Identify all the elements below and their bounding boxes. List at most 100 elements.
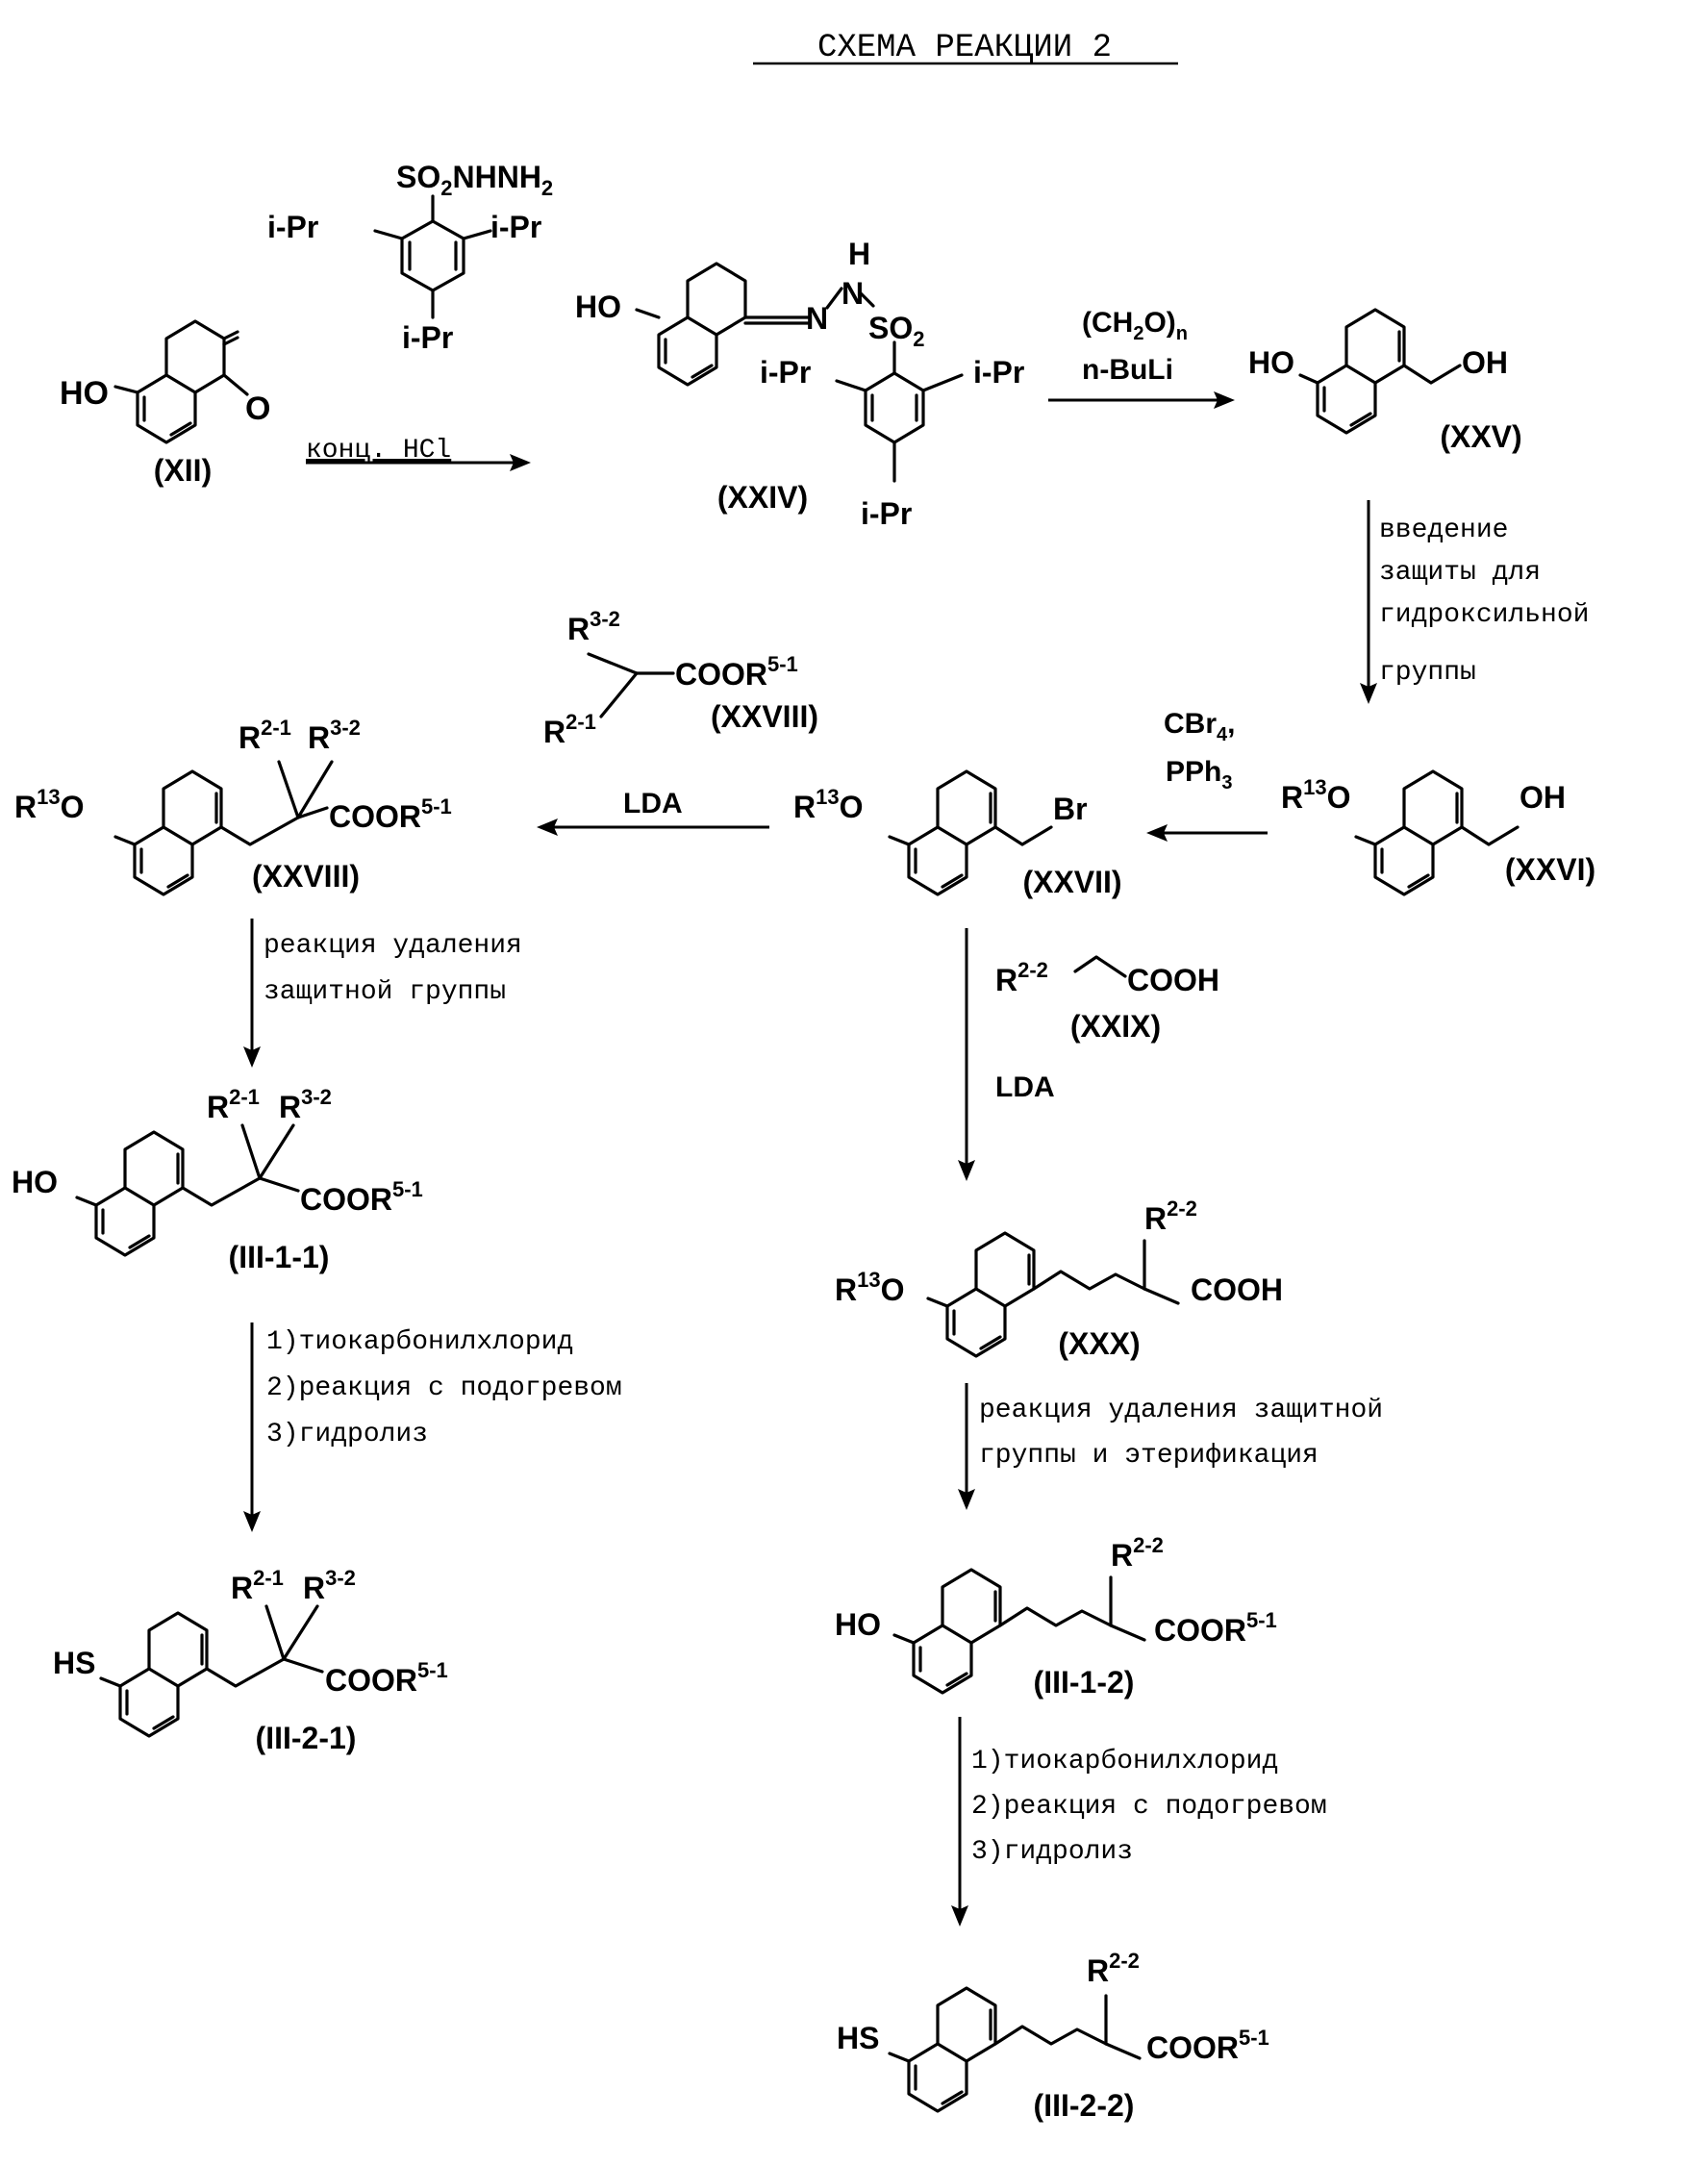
xxiv-so2: SO2 [868,311,924,351]
iii21-sh-label: HS [53,1646,95,1680]
condition-step4-line1: CBr4, [1164,708,1235,745]
condition-step4-line2: PPh3 [1166,756,1232,793]
xxx-acid: COOH [1191,1272,1283,1307]
arrow-step4: CBr4, PPh3 [1146,708,1268,842]
xxv-oh-label: HO [1248,345,1294,380]
condition-step9-line2: группы и этерификация [979,1441,1319,1471]
compound-III-2-1: HS R2-1 R3-2 COOR5-1 (III-2-1) [53,1566,448,1755]
compound-XXIV: HO N N H SO2 i-Pr i-Pr i-Pr (XXIV) [575,237,1024,531]
xii-oh-label: HO [60,375,109,412]
arrow-step5: LDA [537,788,769,836]
arrow-step7: 1)тиокарбонилхлорид 2)реакция с подогрев… [243,1322,622,1532]
compound-XXVII: R13O Br (XXVII) [793,771,1122,899]
compound-XXX: R13O R2-2 COOH (XXX) [835,1196,1283,1361]
condition-step8: LDA [995,1071,1055,1103]
condition-step7-line1: 1)тиокарбонилхлорид [266,1327,573,1357]
iii21-ester: COOR5-1 [325,1658,448,1698]
xxiv-h: H [848,237,870,271]
iii11-id: (III-1-1) [229,1240,330,1274]
arrow-step6: реакция удаления защитной группы [243,919,522,1068]
xxiv-oh-label: HO [575,290,621,324]
xxviii-id: (XXVIII) [252,859,360,894]
xxvi-id: (XXVI) [1505,852,1595,887]
xxix-acid: COOH [1127,963,1219,997]
compound-XXVIII-reagent: R3-2 COOR5-1 R2-1 (XXVIII) [543,607,818,749]
iii12-r22: R2-2 [1111,1533,1164,1573]
reagent-trisyl-hydrazide: SO2NHNH2 i-Pr i-Pr i-Pr [267,160,553,355]
xxvii-r13o-label: R13O [793,785,863,824]
xxiv-ipr-right: i-Pr [973,355,1024,390]
compound-III-2-2: HS R2-2 COOR5-1 (III-2-2) [837,1949,1269,2123]
condition-step2-line1: (CH2O)n [1082,307,1188,344]
xxviii-reagent-id: (XXVIII) [711,699,818,734]
sulfonylhydrazide-group: SO2NHNH2 [396,160,553,200]
iii11-r32: R3-2 [279,1085,332,1124]
condition-step2-line2: n-BuLi [1082,354,1173,386]
compound-XXVIII-product: R13O R2-1 R3-2 COOR5-1 (XXVIII) [14,716,452,894]
condition-step10-line2: 2)реакция с подогревом [971,1792,1327,1822]
xxvi-tail: OH [1520,780,1566,815]
condition-step6-line2: защитной группы [264,977,506,1007]
xxiv-ipr-left: i-Pr [760,355,811,390]
iii22-sh-label: HS [837,2021,879,2055]
xxx-r22: R2-2 [1144,1196,1197,1236]
xii-id: (XII) [154,453,212,488]
xxx-id: (XXX) [1058,1326,1140,1361]
iii22-r22: R2-2 [1087,1949,1140,1988]
iii21-r21: R2-1 [231,1566,284,1605]
xxviii-reagent-r21: R2-1 [543,710,596,749]
xxviii-r21: R2-1 [239,716,291,755]
xii-ketone-o: O [245,390,270,427]
iii11-oh-label: HO [12,1165,58,1199]
arrow-step1: конц. HCl [306,436,531,471]
xxvi-r13o-label: R13O [1281,775,1350,815]
condition-step10-line3: 3)гидролиз [971,1837,1133,1867]
compound-XXVI: R13O OH (XXVI) [1281,771,1595,894]
iii12-ester: COOR5-1 [1154,1608,1277,1648]
ipr-bottom: i-Pr [402,320,453,355]
arrow-step3: введение защиты для гидроксильной группы [1360,500,1589,704]
xxix-r22: R2-2 [995,958,1048,997]
condition-step6-line1: реакция удаления [264,931,522,961]
xxv-id: (XXV) [1440,419,1521,454]
iii11-ester: COOR5-1 [300,1177,423,1217]
compound-XXV: HO OH (XXV) [1248,310,1522,454]
iii22-id: (III-2-2) [1034,2088,1135,2123]
compound-III-1-1: HO R2-1 R3-2 COOR5-1 (III-1-1) [12,1085,423,1274]
condition-step3-line2: защиты для [1379,558,1541,588]
xxvii-id: (XXVII) [1022,865,1121,899]
arrow-step10: 1)тиокарбонилхлорид 2)реакция с подогрев… [951,1717,1327,1927]
ipr-left: i-Pr [267,210,318,244]
xxvii-tail: Br [1053,792,1088,826]
condition-step3-line4: группы [1379,658,1476,688]
arrow-step9: реакция удаления защитной группы и этери… [958,1383,1383,1510]
xxiv-n2: N [841,276,864,311]
ipr-right: i-Pr [490,210,541,244]
xxv-tail: OH [1462,345,1508,380]
condition-step3-line3: гидроксильной [1379,600,1589,630]
iii11-r21: R2-1 [207,1085,260,1124]
compound-XII: HO O (XII) [60,321,270,488]
condition-step1: конц. HCl [306,436,451,466]
compound-III-1-2: HO R2-2 COOR5-1 (III-1-2) [835,1533,1277,1700]
condition-step7-line3: 3)гидролиз [266,1420,428,1449]
xxiv-ipr-bottom: i-Pr [861,496,912,531]
scheme-title: СХЕМА РЕАКЦИИ 2 [817,30,1112,66]
arrow-step8 [958,928,975,1181]
xxix-id: (XXIX) [1070,1009,1161,1044]
compound-XXIX: R2-2 COOH (XXIX) [995,957,1219,1044]
condition-step3-line1: введение [1379,516,1508,545]
xxviii-reagent-ester: COOR5-1 [675,652,798,692]
iii12-id: (III-1-2) [1034,1665,1135,1700]
xxiv-id: (XXIV) [717,480,808,515]
iii12-oh-label: HO [835,1607,881,1642]
xxviii-r32: R3-2 [308,716,361,755]
xxviii-r13o-label: R13O [14,785,84,824]
condition-step7-line2: 2)реакция с подогревом [266,1373,622,1403]
condition-step5: LDA [623,788,683,819]
condition-step10-line1: 1)тиокарбонилхлорид [971,1747,1278,1776]
xxviii-reagent-r32: R3-2 [567,607,620,646]
xxviii-ester: COOR5-1 [329,794,452,834]
iii22-ester: COOR5-1 [1146,2026,1269,2065]
